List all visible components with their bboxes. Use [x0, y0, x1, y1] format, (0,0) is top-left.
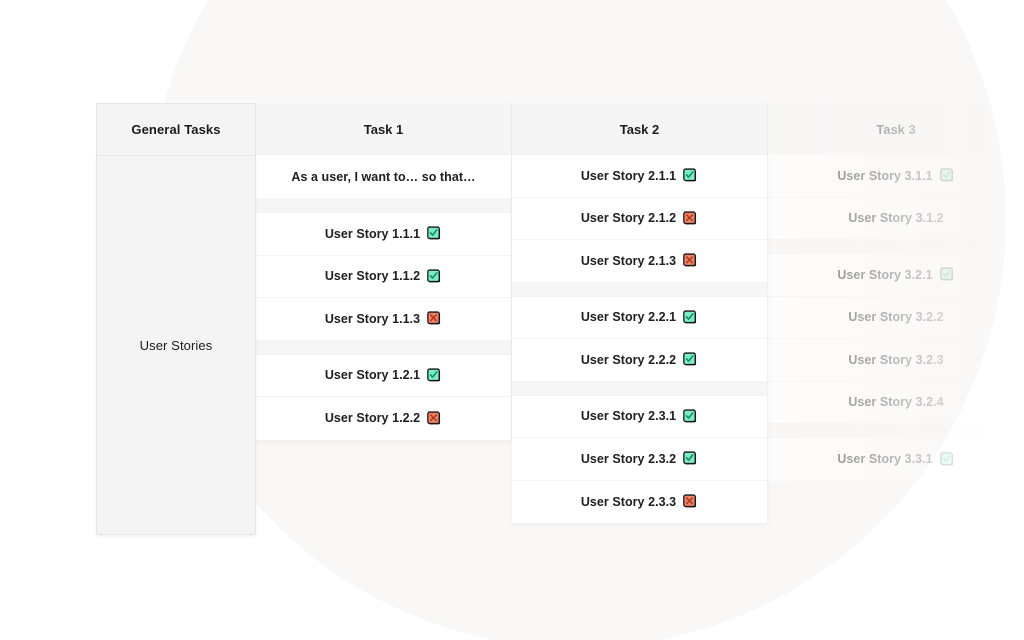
story-label: User Story 2.2.1 — [580, 310, 677, 325]
story-row[interactable]: User Story 1.1.3 — [256, 298, 511, 341]
sidebar-header-general-tasks[interactable]: General Tasks — [96, 103, 256, 155]
group-spacer — [256, 340, 511, 355]
checkbox-crossed-icon[interactable] — [683, 253, 698, 268]
column-header-label: Task 1 — [363, 121, 404, 137]
column-task1: Task 1 As a user, I want to… so that… User… — [256, 103, 512, 440]
story-label: User Story 3.2.1 — [837, 267, 933, 282]
story-label: User Story 3.2.2 — [848, 310, 944, 325]
column-header-task3[interactable]: Task 3 — [768, 103, 1024, 155]
story-row[interactable]: User Story 1.1.2 — [256, 255, 511, 298]
story-label: As a user, I want to… so that… — [291, 169, 476, 184]
sidebar-section-label: User Stories — [139, 337, 213, 353]
story-label: User Story 1.1.3 — [324, 311, 421, 326]
story-label: User Story 1.2.2 — [324, 411, 421, 426]
group-spacer — [512, 381, 767, 396]
story-row[interactable]: User Story 3.2.2 — [768, 296, 1024, 339]
column-header-label: Task 2 — [619, 121, 660, 137]
story-label: User Story 1.2.1 — [324, 368, 421, 383]
story-row[interactable]: User Story 1.2.2 — [256, 397, 511, 440]
story-row[interactable]: User Story 3.2.3 — [768, 339, 1024, 382]
story-row[interactable]: User Story 1.1.1 — [256, 213, 511, 256]
checkbox-checked-icon[interactable] — [427, 368, 442, 383]
sidebar-header-label: General Tasks — [131, 122, 221, 137]
checkbox-crossed-icon[interactable] — [427, 411, 442, 426]
sidebar-section-user-stories[interactable]: User Stories — [96, 155, 256, 535]
story-row[interactable]: User Story 3.1.1 — [768, 155, 1024, 198]
checkbox-checked-icon[interactable] — [939, 452, 955, 467]
story-row[interactable]: User Story 2.1.2 — [512, 197, 767, 240]
story-label: User Story 1.1.2 — [324, 269, 421, 284]
checkbox-checked-icon[interactable] — [683, 168, 698, 183]
story-row[interactable]: User Story 3.2.4 — [768, 381, 1024, 424]
group-spacer — [768, 240, 1024, 254]
sidebar-column: General Tasks User Stories — [96, 103, 256, 535]
story-row[interactable]: User Story 2.1.3 — [512, 240, 767, 283]
story-row[interactable]: User Story 2.2.1 — [512, 296, 767, 339]
checkbox-checked-icon[interactable] — [683, 409, 698, 424]
checkbox-checked-icon[interactable] — [683, 352, 698, 367]
story-label: User Story 2.2.2 — [580, 352, 677, 367]
group-spacer — [256, 199, 511, 213]
story-label: User Story 2.1.2 — [580, 211, 677, 226]
column-header-task2[interactable]: Task 2 — [512, 103, 768, 155]
story-row[interactable]: User Story 3.1.2 — [768, 197, 1024, 240]
story-row[interactable]: User Story 2.3.3 — [512, 480, 767, 523]
checkbox-checked-icon[interactable] — [683, 310, 698, 325]
story-row[interactable]: User Story 2.2.2 — [512, 339, 767, 382]
story-label: User Story 3.1.1 — [837, 168, 933, 183]
checkbox-checked-icon[interactable] — [427, 269, 442, 284]
column-body-task1: As a user, I want to… so that… User Story… — [256, 155, 512, 440]
story-row[interactable]: User Story 3.2.1 — [768, 254, 1024, 297]
checkbox-crossed-icon[interactable] — [427, 311, 442, 326]
story-label: User Story 2.3.3 — [580, 494, 677, 509]
story-label: User Story 2.1.3 — [580, 253, 677, 268]
story-row[interactable]: User Story 2.3.1 — [512, 395, 767, 438]
checkbox-crossed-icon[interactable] — [683, 211, 698, 226]
story-row[interactable]: User Story 3.3.1 — [768, 438, 1024, 481]
story-label: User Story 3.1.2 — [848, 211, 944, 226]
checkbox-checked-icon[interactable] — [939, 267, 955, 282]
story-label: User Story 1.1.1 — [324, 226, 421, 241]
story-label: User Story 2.1.1 — [580, 168, 677, 183]
story-label: User Story 3.2.3 — [848, 352, 944, 367]
story-row[interactable]: User Story 2.1.1 — [512, 155, 767, 198]
column-header-task1[interactable]: Task 1 — [256, 103, 512, 155]
story-row[interactable]: As a user, I want to… so that… — [256, 155, 511, 199]
column-header-label: Task 3 — [876, 121, 916, 137]
story-row[interactable]: User Story 2.3.2 — [512, 438, 767, 481]
story-label: User Story 2.3.2 — [580, 451, 677, 466]
story-label: User Story 3.2.4 — [848, 395, 944, 410]
story-row[interactable]: User Story 1.2.1 — [256, 354, 511, 397]
checkbox-checked-icon[interactable] — [427, 226, 442, 241]
story-label: User Story 2.3.1 — [580, 409, 677, 424]
checkbox-checked-icon[interactable] — [683, 451, 698, 466]
group-spacer — [512, 282, 767, 297]
checkbox-crossed-icon[interactable] — [683, 494, 698, 509]
group-spacer — [768, 424, 1024, 438]
checkbox-checked-icon[interactable] — [939, 168, 955, 183]
story-label: User Story 3.3.1 — [837, 452, 933, 467]
